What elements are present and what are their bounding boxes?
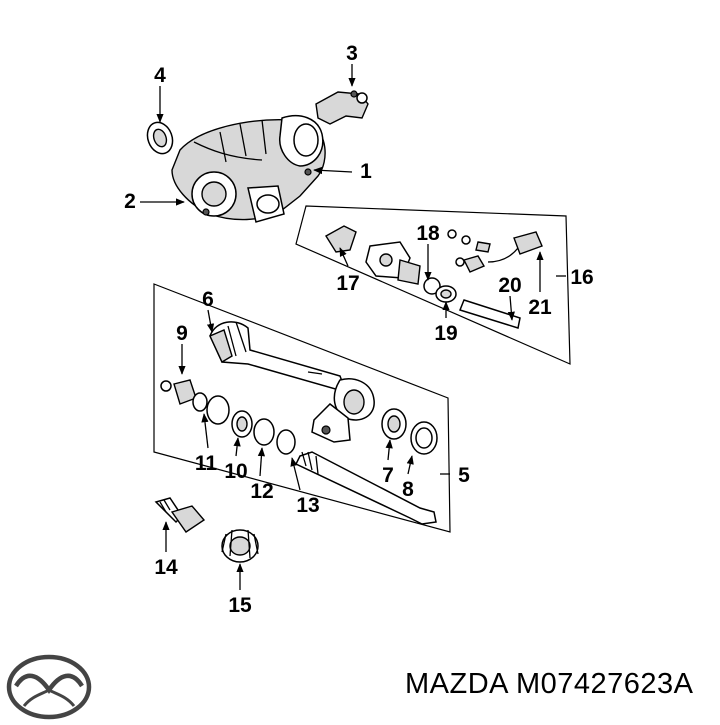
callout-20: 20 — [498, 274, 521, 297]
mazda-logo-icon — [6, 654, 92, 720]
callout-3: 3 — [346, 42, 358, 65]
callout-labels: 3 4 1 2 6 9 11 10 12 13 7 8 5 14 15 18 1… — [124, 42, 594, 617]
callout-21: 21 — [528, 296, 552, 319]
callout-13: 13 — [296, 494, 319, 517]
leader-arrows — [140, 64, 566, 590]
callout-11: 11 — [195, 452, 218, 475]
differential-housing — [171, 114, 326, 223]
callout-5: 5 — [458, 464, 470, 487]
box-5-outline — [153, 283, 451, 533]
callout-15: 15 — [228, 594, 252, 617]
callout-16: 16 — [570, 266, 593, 289]
box-16-outline — [295, 205, 571, 365]
actuator-parts — [325, 225, 543, 329]
axle-shaft — [294, 451, 437, 525]
callout-4: 4 — [154, 64, 166, 87]
callout-12: 12 — [250, 480, 273, 503]
callout-2: 2 — [124, 190, 136, 213]
needle-bearing — [221, 529, 259, 563]
mounting-bracket — [315, 90, 369, 125]
callout-8: 8 — [402, 478, 414, 501]
callout-19: 19 — [434, 322, 457, 345]
stub-shaft — [154, 497, 206, 533]
axle-tube — [209, 321, 375, 443]
oil-seal — [146, 121, 174, 155]
callout-9: 9 — [176, 322, 188, 345]
callout-14: 14 — [154, 556, 178, 579]
footer — [0, 640, 720, 720]
callout-6: 6 — [202, 288, 214, 311]
bearing-stack-right — [381, 408, 438, 455]
part-number-label: MAZDA M07427623A — [405, 668, 694, 700]
callout-7: 7 — [382, 464, 394, 487]
callout-18: 18 — [416, 222, 440, 245]
callout-1: 1 — [360, 160, 372, 183]
bearing-stack-left — [160, 379, 296, 455]
callout-17: 17 — [336, 272, 359, 295]
callout-10: 10 — [224, 460, 247, 483]
